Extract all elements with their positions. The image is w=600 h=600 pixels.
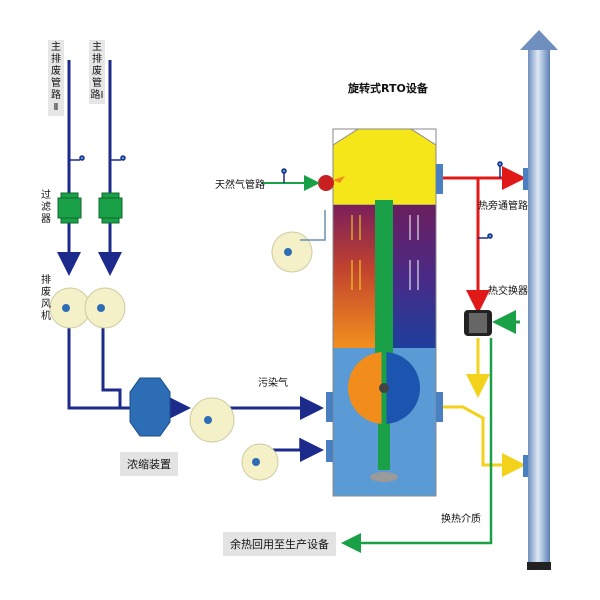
pipe-2-label: 主排废管路Ⅱ <box>48 40 64 116</box>
filter-units <box>57 192 123 224</box>
heat-medium-label: 换热介质 <box>441 514 481 525</box>
lower-fan <box>241 443 279 481</box>
rto-title: 旋转式RTO设备 <box>348 82 428 95</box>
waste-heat-return <box>341 338 493 553</box>
heat-exchanger-unit <box>464 310 492 336</box>
exhaust-stack <box>520 30 558 570</box>
filter-label: 过滤器 <box>41 190 51 225</box>
rto-vessel <box>326 128 443 497</box>
bypass-valves <box>478 161 503 239</box>
pollutant-fan <box>189 397 235 443</box>
bypass-label: 热旁通管路 <box>478 201 528 212</box>
heat-exchanger-label: 热交换器 <box>488 286 528 297</box>
concentrator-label: 浓缩装置 <box>120 452 178 476</box>
gas-valve <box>281 168 287 183</box>
exhaust-valves <box>69 155 126 161</box>
burner <box>318 175 347 191</box>
medium-lines <box>443 338 526 477</box>
hot-bypass <box>443 166 526 314</box>
concentrator-unit <box>129 377 171 437</box>
waste-heat-label: 余热回用至生产设备 <box>223 532 336 556</box>
natural-gas-label: 天然气管路 <box>215 180 265 191</box>
pipe-1-label: 主排废管路Ⅰ <box>89 40 105 104</box>
exhaust-fans <box>49 287 126 329</box>
fan-label: 排废风机 <box>41 275 51 322</box>
pollutant-label: 污染气 <box>258 378 288 389</box>
combustion-air-fan <box>271 210 326 273</box>
